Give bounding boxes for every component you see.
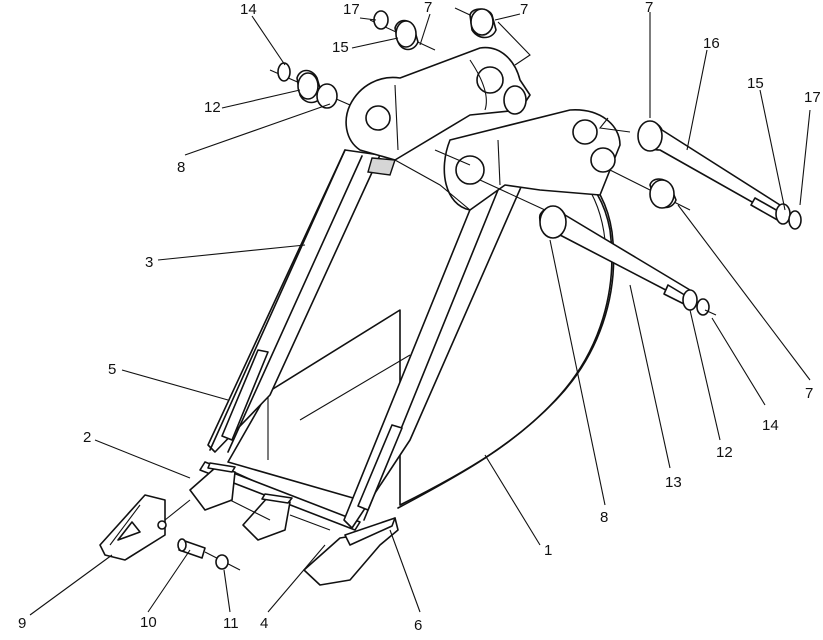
- callout-14a: 14: [240, 1, 257, 18]
- left-pin-set: [269, 62, 351, 109]
- callout-14b: 14: [762, 417, 779, 434]
- callout-11: 11: [223, 615, 239, 632]
- right-side-plate: [343, 161, 533, 529]
- bushing-right: [609, 169, 691, 211]
- callout-8b: 8: [600, 509, 608, 526]
- callout-1: 1: [544, 542, 552, 559]
- callout-2: 2: [83, 429, 91, 446]
- callout-5: 5: [108, 361, 116, 378]
- callout-17b: 17: [804, 89, 821, 106]
- callout-16: 16: [703, 35, 720, 52]
- front-bracket: [394, 109, 621, 211]
- callout-12a: 12: [204, 99, 221, 116]
- callout-7d: 7: [805, 385, 813, 402]
- callout-7a: 7: [424, 0, 432, 16]
- callout-6: 6: [414, 617, 422, 634]
- callout-7b: 7: [520, 1, 528, 18]
- callout-4: 4: [260, 615, 268, 632]
- callout-7c: 7: [645, 0, 653, 16]
- pin-8: [434, 149, 471, 166]
- callout-3: 3: [145, 254, 153, 271]
- callout-17a: 17: [343, 1, 360, 18]
- top-bracket: [345, 46, 531, 176]
- callout-9: 9: [18, 615, 26, 632]
- callout-13: 13: [665, 474, 682, 491]
- callout-15a: 15: [332, 39, 349, 56]
- leader-lines: [29, 12, 811, 616]
- callout-12b: 12: [716, 444, 733, 461]
- pin-13: [479, 179, 717, 316]
- top-pin-set: [369, 7, 531, 115]
- pin-16: [598, 117, 802, 230]
- callout-8a: 8: [177, 159, 185, 176]
- callout-15b: 15: [747, 75, 764, 92]
- teeth-adapters: [99, 462, 399, 586]
- bucket-shell: [199, 149, 615, 531]
- callout-10: 10: [140, 614, 157, 631]
- callout-labels: 14 17 7 7 7 16 15 15 17 12 8 3 5 2 9 10 …: [18, 0, 821, 634]
